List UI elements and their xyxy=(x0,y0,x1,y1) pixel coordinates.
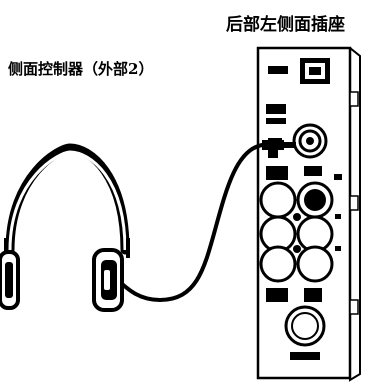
headphone-jack-icon xyxy=(292,123,328,159)
port-label-mark xyxy=(290,352,320,360)
left-earcup-icon xyxy=(0,250,20,310)
side-controller-label: 侧面控制器（外部2） xyxy=(8,60,154,78)
port-label-mark xyxy=(304,166,322,176)
right-earcup-icon xyxy=(92,248,124,312)
s-video-port-icon xyxy=(284,305,326,347)
port-label-mark xyxy=(334,174,342,180)
port-label-mark xyxy=(266,166,288,180)
port-label-mark xyxy=(304,288,322,302)
headphones-icon xyxy=(0,143,130,312)
rca-jack-grid xyxy=(259,181,341,283)
port-label-mark xyxy=(266,288,288,302)
rca-jack-icon xyxy=(259,245,297,283)
rear-connector-panel xyxy=(256,46,361,382)
rca-jack-icon xyxy=(259,181,297,219)
rca-jack-icon xyxy=(296,181,334,219)
audio-cable xyxy=(116,140,296,303)
lan-port-icon xyxy=(268,58,330,84)
rear-panel-title: 后部左侧面插座 xyxy=(226,15,345,35)
rca-jack-icon xyxy=(296,245,334,283)
